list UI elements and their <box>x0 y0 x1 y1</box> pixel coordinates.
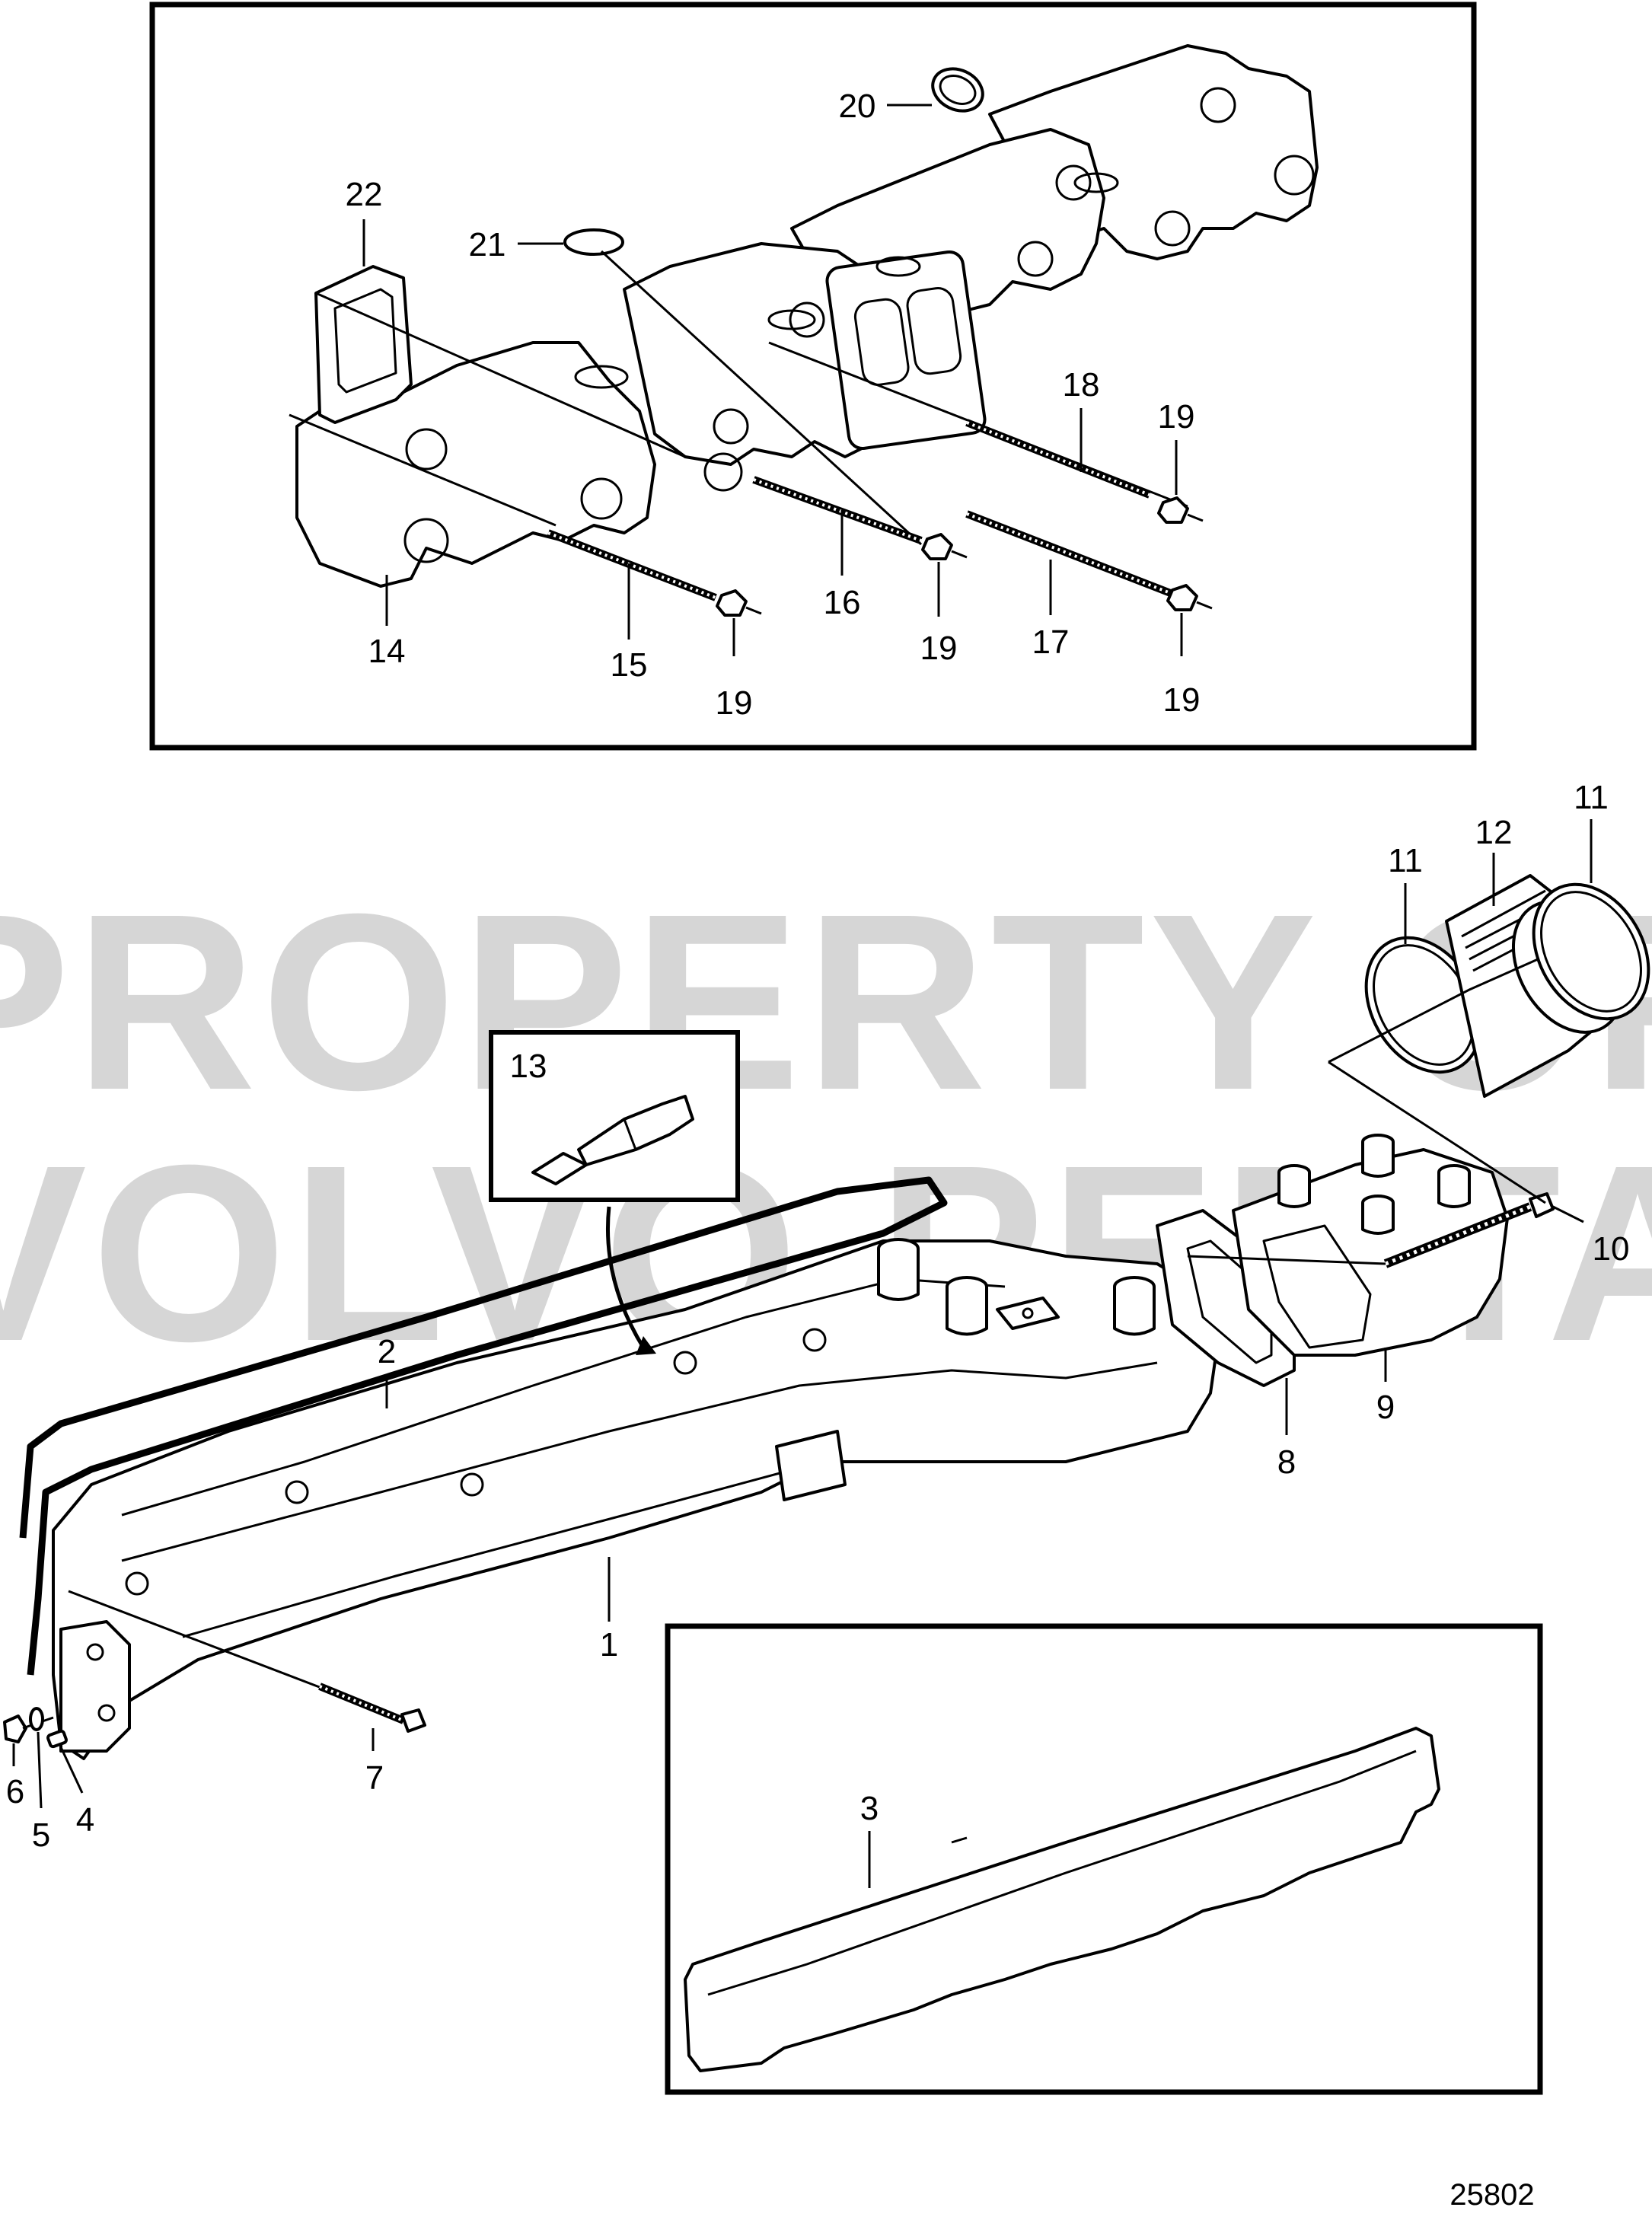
nut-19-b <box>921 533 968 560</box>
exhaust-adapter-9 <box>1232 1134 1509 1357</box>
gasket-22 <box>314 265 413 424</box>
drawing-number: 25802 <box>1449 2178 1534 2212</box>
nut-19-c <box>1166 584 1213 611</box>
stud-15 <box>547 529 717 601</box>
label-4: 4 <box>76 1801 94 1839</box>
label-8: 8 <box>1277 1443 1296 1481</box>
bolt-7 <box>68 1590 426 1733</box>
label-12: 12 <box>1475 814 1513 851</box>
label-20: 20 <box>839 88 876 125</box>
label-19-b: 19 <box>920 630 958 667</box>
label-5: 5 <box>32 1817 50 1854</box>
nut-19-d <box>1157 496 1204 524</box>
label-13: 13 <box>510 1048 547 1085</box>
leader-10 <box>1552 1205 1584 1223</box>
label-17: 17 <box>1032 624 1070 661</box>
top-manifold-14 <box>295 44 1319 588</box>
label-16: 16 <box>824 584 861 621</box>
label-1: 1 <box>600 1626 618 1663</box>
oring-21 <box>563 228 624 256</box>
sealant-tube-13 <box>531 1095 694 1185</box>
exhaust-manifold-1 <box>52 1238 1220 1760</box>
bolt-6 <box>3 1714 54 1743</box>
ring-11-right <box>1532 882 1650 1021</box>
ring-axis <box>1328 958 1539 1064</box>
top-inset-frame <box>149 2 1477 751</box>
label-15: 15 <box>611 646 648 684</box>
label-2: 2 <box>378 1333 396 1370</box>
washer-5 <box>29 1707 44 1731</box>
label-9: 9 <box>1376 1389 1395 1426</box>
gasket-3 <box>684 1727 1440 2072</box>
label-22: 22 <box>346 176 383 213</box>
sealant-application-arrow <box>605 1206 646 1349</box>
arrow-head <box>636 1336 656 1355</box>
label-6: 6 <box>6 1773 24 1810</box>
stud-axis-17 <box>600 250 923 546</box>
label-19-c: 19 <box>1163 681 1201 719</box>
stud-18 <box>965 419 1151 499</box>
label-7: 7 <box>365 1759 384 1797</box>
label-3: 3 <box>860 1790 879 1827</box>
ring-adapter-axis <box>1328 1061 1546 1204</box>
label-10: 10 <box>1593 1230 1630 1268</box>
leader-5 <box>37 1731 43 1809</box>
stud-axis-15 <box>289 413 557 527</box>
stud-17 <box>965 510 1174 598</box>
heat-shield-2 <box>19 1176 948 1676</box>
label-19-d: 19 <box>1158 398 1195 435</box>
bolt-10 <box>1383 1192 1555 1268</box>
label-11-right: 11 <box>1574 779 1609 816</box>
nut-19-a <box>716 589 762 617</box>
bolt-axis-10 <box>1187 1255 1386 1265</box>
label-19-a: 19 <box>716 684 753 722</box>
plug-4 <box>46 1729 68 1749</box>
label-11-left: 11 <box>1388 842 1423 879</box>
label-21: 21 <box>469 226 506 263</box>
label-14: 14 <box>368 633 406 670</box>
leader-4 <box>59 1746 84 1794</box>
stud-16 <box>752 476 923 544</box>
oring-20 <box>931 67 984 113</box>
label-18: 18 <box>1063 366 1100 404</box>
stud-axis-16 <box>315 292 686 458</box>
